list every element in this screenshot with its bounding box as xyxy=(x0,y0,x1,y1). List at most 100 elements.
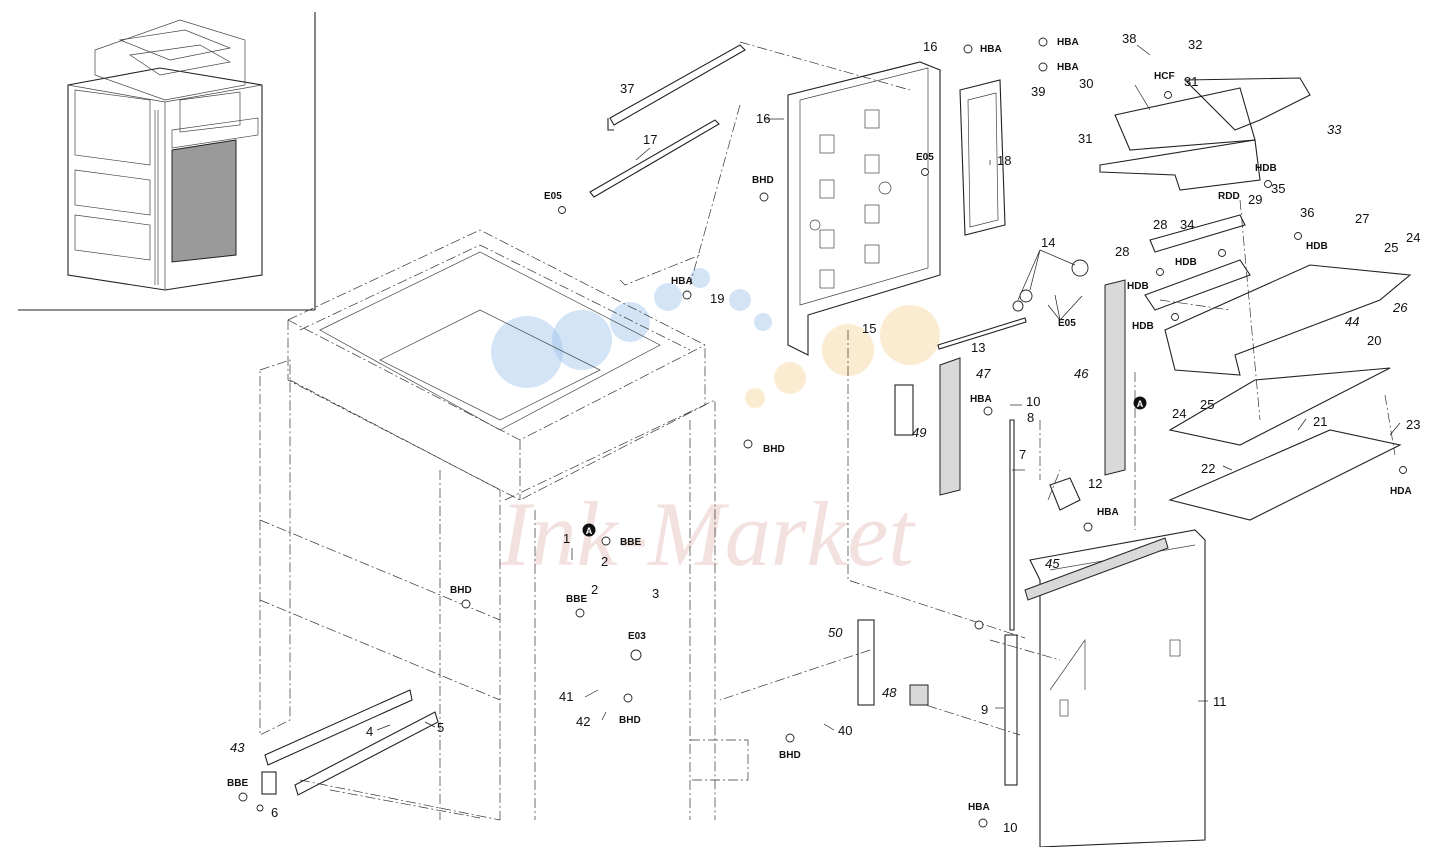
code-bbe-3: BBE xyxy=(227,778,248,789)
label-part-7: 7 xyxy=(1019,447,1026,462)
machine-overview-inset xyxy=(18,12,316,311)
label-part-10: 10 xyxy=(1026,394,1040,409)
code-hba-2: HBA xyxy=(1057,37,1079,48)
label-part-15: 15 xyxy=(862,321,876,336)
label-part-17: 17 xyxy=(643,132,657,147)
label-part-34: 34 xyxy=(1180,217,1194,232)
label-part-38: 38 xyxy=(1122,31,1136,46)
code-bhd-5: BHD xyxy=(779,750,801,761)
label-part-43: 43 xyxy=(230,740,245,755)
code-e05-1: E05 xyxy=(544,191,562,202)
label-part-47: 47 xyxy=(976,366,991,381)
code-hba-7: HBA xyxy=(968,802,990,813)
label-part-10b: 10 xyxy=(1003,820,1017,835)
label-part-35: 35 xyxy=(1271,181,1285,196)
code-hdb-4: HDB xyxy=(1127,281,1149,292)
label-part-30: 30 xyxy=(1079,76,1093,91)
label-part-9: 9 xyxy=(981,702,988,717)
label-part-28: 28 xyxy=(1153,217,1167,232)
part-number-labels: 1 2 2 3 4 5 6 7 8 9 10 10 11 12 13 14 15… xyxy=(230,31,1420,835)
code-hba-6: HBA xyxy=(1097,507,1119,518)
label-part-16: 16 xyxy=(923,39,937,54)
label-part-25b: 25 xyxy=(1200,397,1214,412)
label-part-18: 18 xyxy=(997,153,1011,168)
label-part-42: 42 xyxy=(576,714,590,729)
label-part-23: 23 xyxy=(1406,417,1420,432)
code-hba-3: HBA xyxy=(1057,62,1079,73)
label-part-14: 14 xyxy=(1041,235,1055,250)
label-part-28b: 28 xyxy=(1115,244,1129,259)
callout-marker-a-1: A xyxy=(586,526,593,536)
label-part-22: 22 xyxy=(1201,461,1215,476)
label-part-40: 40 xyxy=(838,723,852,738)
parts-plates xyxy=(787,61,1006,356)
label-part-25: 25 xyxy=(1384,240,1398,255)
code-bbe-1: BBE xyxy=(620,537,641,548)
parts-foam xyxy=(857,279,1169,786)
label-part-16b: 16 xyxy=(756,111,770,126)
parts-covers xyxy=(1029,77,1412,847)
label-part-13: 13 xyxy=(971,340,985,355)
code-rdd: RDD xyxy=(1218,191,1240,202)
code-hdb-5: HDB xyxy=(1132,321,1154,332)
label-part-32: 32 xyxy=(1188,37,1202,52)
label-part-48: 48 xyxy=(882,685,897,700)
label-part-11: 11 xyxy=(1213,694,1227,709)
label-part-37: 37 xyxy=(620,81,634,96)
code-hdb-3: HDB xyxy=(1175,257,1197,268)
label-part-21: 21 xyxy=(1313,414,1327,429)
label-part-33: 33 xyxy=(1327,122,1342,137)
label-part-31b: 31 xyxy=(1078,131,1092,146)
code-bhd-4: BHD xyxy=(619,715,641,726)
label-part-46: 46 xyxy=(1074,366,1089,381)
parts-rods xyxy=(589,44,1027,631)
watermark-text: Ink-Market xyxy=(499,483,916,585)
fastener-code-labels: HBA HBA HBA HBA HBA HBA HBA HCF HDB HDB … xyxy=(227,37,1412,813)
label-part-29: 29 xyxy=(1248,192,1262,207)
label-part-36: 36 xyxy=(1300,205,1314,220)
label-part-12: 12 xyxy=(1088,476,1102,491)
parts-lower-bars xyxy=(261,689,439,796)
label-part-5: 5 xyxy=(437,720,444,735)
label-part-24b: 24 xyxy=(1172,406,1186,421)
code-bbe-2: BBE xyxy=(566,594,587,605)
label-part-45: 45 xyxy=(1045,556,1060,571)
label-part-24: 24 xyxy=(1406,230,1420,245)
code-hcf: HCF xyxy=(1154,71,1175,82)
reference-lines xyxy=(619,41,1396,736)
callout-marker-a-2: A xyxy=(1137,399,1144,409)
label-part-31: 31 xyxy=(1184,74,1198,89)
label-part-2: 2 xyxy=(601,554,608,569)
label-part-41: 41 xyxy=(559,689,573,704)
label-part-2b: 2 xyxy=(591,582,598,597)
label-part-8: 8 xyxy=(1027,410,1034,425)
label-part-19: 19 xyxy=(710,291,724,306)
label-part-26: 26 xyxy=(1392,300,1408,315)
code-hdb-1: HDB xyxy=(1255,163,1277,174)
code-bhd-3: BHD xyxy=(450,585,472,596)
label-part-39: 39 xyxy=(1031,84,1045,99)
label-part-49: 49 xyxy=(912,425,926,440)
label-part-20: 20 xyxy=(1367,333,1381,348)
code-bhd-2: BHD xyxy=(763,444,785,455)
code-e03: E03 xyxy=(628,631,646,642)
screw-glyphs xyxy=(238,37,1407,828)
label-part-3: 3 xyxy=(652,586,659,601)
label-part-6: 6 xyxy=(271,805,278,820)
code-hba-4: HBA xyxy=(671,276,693,287)
code-bhd-1: BHD xyxy=(752,175,774,186)
callout-markers: A A xyxy=(582,396,1147,537)
main-frame xyxy=(259,229,749,821)
label-part-4: 4 xyxy=(366,724,373,739)
code-hda: HDA xyxy=(1390,486,1412,497)
code-hba-5: HBA xyxy=(970,394,992,405)
code-e05-2: E05 xyxy=(916,152,934,163)
watermark: Ink-Market xyxy=(491,268,940,585)
label-part-1: 1 xyxy=(563,531,570,546)
label-part-50: 50 xyxy=(828,625,843,640)
code-e05-3: E05 xyxy=(1058,318,1076,329)
code-hdb-2: HDB xyxy=(1306,241,1328,252)
label-part-44: 44 xyxy=(1345,314,1359,329)
